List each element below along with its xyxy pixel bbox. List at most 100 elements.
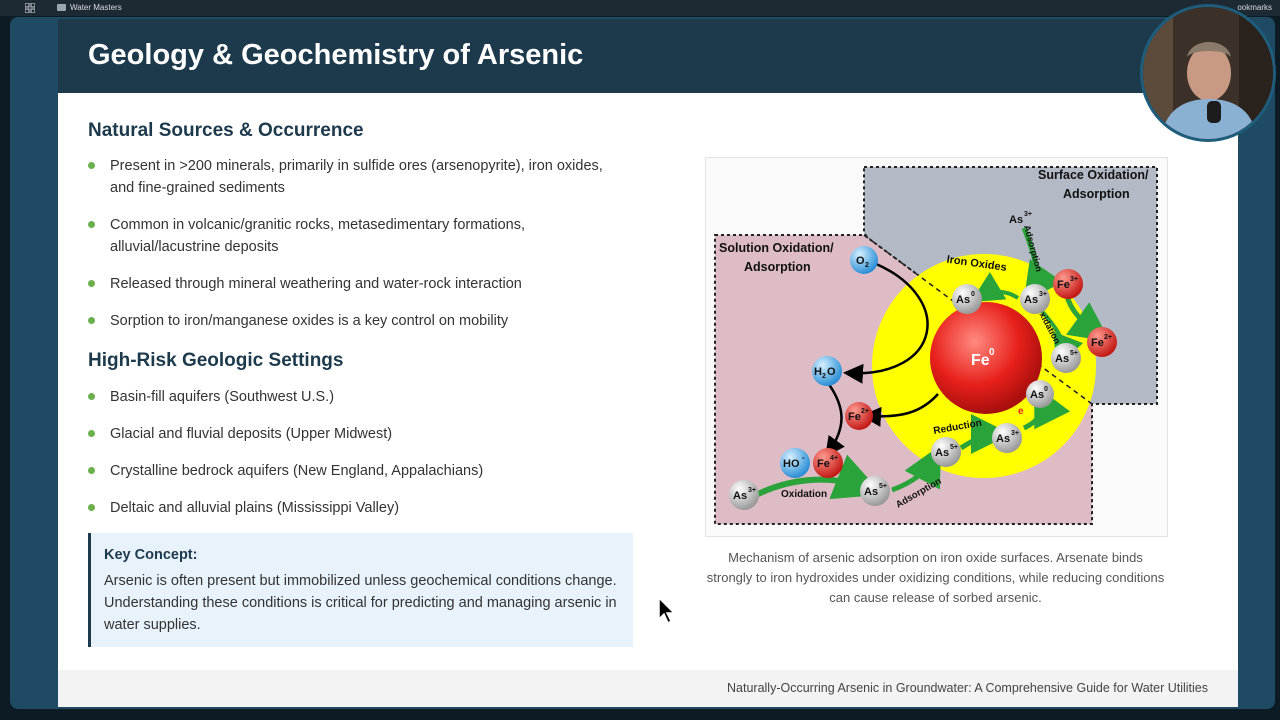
svg-text:As: As (1055, 353, 1069, 365)
svg-text:H: H (814, 366, 822, 378)
high-risk-settings-list: Basin-fill aquifers (Southwest U.S.) Gla… (88, 386, 608, 519)
svg-text:As: As (1009, 214, 1023, 226)
key-concept-callout: Key Concept: Arsenic is often present bu… (88, 533, 633, 647)
svg-text:As: As (864, 486, 878, 498)
svg-text:-: - (802, 453, 805, 462)
all-bookmarks-link[interactable]: ookmarks (1237, 3, 1272, 12)
folder-icon (57, 4, 66, 11)
presenter-webcam (1140, 4, 1276, 142)
list-item: Deltaic and alluvial plains (Mississippi… (88, 497, 608, 519)
svg-text:4+: 4+ (830, 455, 838, 462)
list-item: Common in volcanic/granitic rocks, metas… (88, 214, 608, 258)
slide-title: Geology & Geochemistry of Arsenic (88, 39, 584, 71)
mouse-cursor-icon (658, 597, 676, 625)
bullet-dot-icon (88, 393, 95, 400)
svg-text:0: 0 (971, 291, 975, 298)
species-as0-surface: As 0 (952, 284, 982, 314)
svg-text:HO: HO (783, 458, 800, 470)
svg-text:As: As (1030, 389, 1044, 401)
svg-text:2+: 2+ (1104, 334, 1112, 341)
list-item: Released through mineral weathering and … (88, 273, 608, 295)
svg-text:2: 2 (865, 262, 869, 269)
bookmark-folder-water-masters[interactable]: Water Masters (70, 3, 122, 12)
svg-text:3+: 3+ (1011, 430, 1019, 437)
svg-text:5+: 5+ (1070, 350, 1078, 357)
slide-footer: Naturally-Occurring Arsenic in Groundwat… (58, 670, 1238, 707)
bullet-dot-icon (88, 430, 95, 437)
section-heading-natural-sources: Natural Sources & Occurrence (88, 120, 364, 141)
species-h2o: H 2 O (812, 356, 842, 386)
species-as5-surface: As 5+ (1051, 343, 1081, 373)
bullet-dot-icon (88, 162, 95, 169)
species-as5-bottom: As 5+ (860, 476, 890, 506)
svg-text:As: As (996, 433, 1010, 445)
svg-text:Fe: Fe (1091, 337, 1104, 349)
list-item: Basin-fill aquifers (Southwest U.S.) (88, 386, 608, 408)
apps-grid-icon[interactable] (25, 3, 35, 13)
arsenic-adsorption-diagram: Fe 0 Surface Oxidation/ Adsorption Solut… (705, 157, 1168, 537)
svg-text:3+: 3+ (1070, 276, 1078, 283)
species-as3-top: As 3+ (1009, 211, 1032, 226)
slide: Geology & Geochemistry of Arsenic Natura… (58, 19, 1238, 707)
svg-text:Fe: Fe (848, 411, 861, 423)
svg-text:3+: 3+ (1039, 291, 1047, 298)
key-concept-body: Arsenic is often present but immobilized… (104, 573, 617, 633)
list-item: Sorption to iron/manganese oxides is a k… (88, 310, 608, 332)
figure-caption: Mechanism of arsenic adsorption on iron … (706, 550, 1165, 605)
svg-text:3+: 3+ (748, 487, 756, 494)
fe-core-sup: 0 (989, 347, 995, 358)
arrow-o2-to-h2o (843, 261, 929, 384)
svg-text:2+: 2+ (861, 408, 869, 415)
svg-text:Fe: Fe (817, 458, 830, 470)
bullet-dot-icon (88, 467, 95, 474)
solution-label-line2: Adsorption (744, 260, 811, 274)
bullet-dot-icon (88, 280, 95, 287)
list-item: Crystalline bedrock aquifers (New Englan… (88, 460, 608, 482)
species-fe2-solution: Fe 2+ (845, 402, 873, 430)
browser-bookmarks-bar: Water Masters ookmarks (0, 0, 1280, 16)
bullet-dot-icon (88, 504, 95, 511)
svg-text:O: O (827, 366, 836, 378)
svg-text:As: As (935, 447, 949, 459)
electron-label: e (1018, 406, 1024, 417)
species-fe2-surface: Fe 2+ (1087, 327, 1117, 357)
boundary-dash (863, 234, 1093, 405)
diagram-svg: Fe 0 Surface Oxidation/ Adsorption Solut… (714, 166, 1158, 525)
section-heading-high-risk-settings: High-Risk Geologic Settings (88, 350, 344, 371)
bullet-dot-icon (88, 317, 95, 324)
list-item: Glacial and fluvial deposits (Upper Midw… (88, 423, 608, 445)
svg-text:As: As (956, 294, 970, 306)
species-o2: O 2 (850, 246, 878, 274)
arrow-adsorption-bottom (891, 444, 942, 493)
surface-label-line2: Adsorption (1063, 187, 1130, 201)
svg-text:5+: 5+ (950, 444, 958, 451)
svg-text:3+: 3+ (1024, 211, 1032, 218)
species-fe3-surface: Fe 3+ (1053, 269, 1083, 299)
species-as3-surface: As 3+ (1020, 284, 1050, 314)
svg-text:5+: 5+ (879, 483, 887, 490)
svg-text:As: As (1024, 294, 1038, 306)
species-as3-bottom: As 3+ (729, 480, 759, 510)
species-fe4: Fe 4+ (813, 448, 843, 478)
svg-text:O: O (856, 255, 865, 267)
list-item: Present in >200 minerals, primarily in s… (88, 155, 608, 199)
presenter-avatar (1143, 7, 1273, 139)
fe-core-sphere (930, 302, 1042, 414)
arrow-oxidation-bottom (756, 454, 883, 500)
fe-core-label: Fe (971, 352, 990, 369)
natural-sources-list: Present in >200 minerals, primarily in s… (88, 155, 608, 332)
surface-label-line1: Surface Oxidation/ (1038, 168, 1149, 182)
arrow-h2o-down (825, 382, 845, 458)
slide-title-bar: Geology & Geochemistry of Arsenic (58, 19, 1238, 93)
bullet-dot-icon (88, 221, 95, 228)
solution-label-line1: Solution Oxidation/ (719, 241, 834, 255)
svg-text:2: 2 (822, 373, 826, 380)
species-as3-surface-low: As 3+ (992, 423, 1022, 453)
svg-text:As: As (733, 490, 747, 502)
key-concept-title: Key Concept: (104, 547, 198, 563)
species-ho: HO - (780, 448, 810, 478)
species-as5-surface-low: As 5+ (931, 437, 961, 467)
footer-text: Naturally-Occurring Arsenic in Groundwat… (727, 681, 1208, 695)
svg-text:Fe: Fe (1057, 279, 1070, 291)
arrow-fe-to-fe2 (861, 393, 939, 427)
